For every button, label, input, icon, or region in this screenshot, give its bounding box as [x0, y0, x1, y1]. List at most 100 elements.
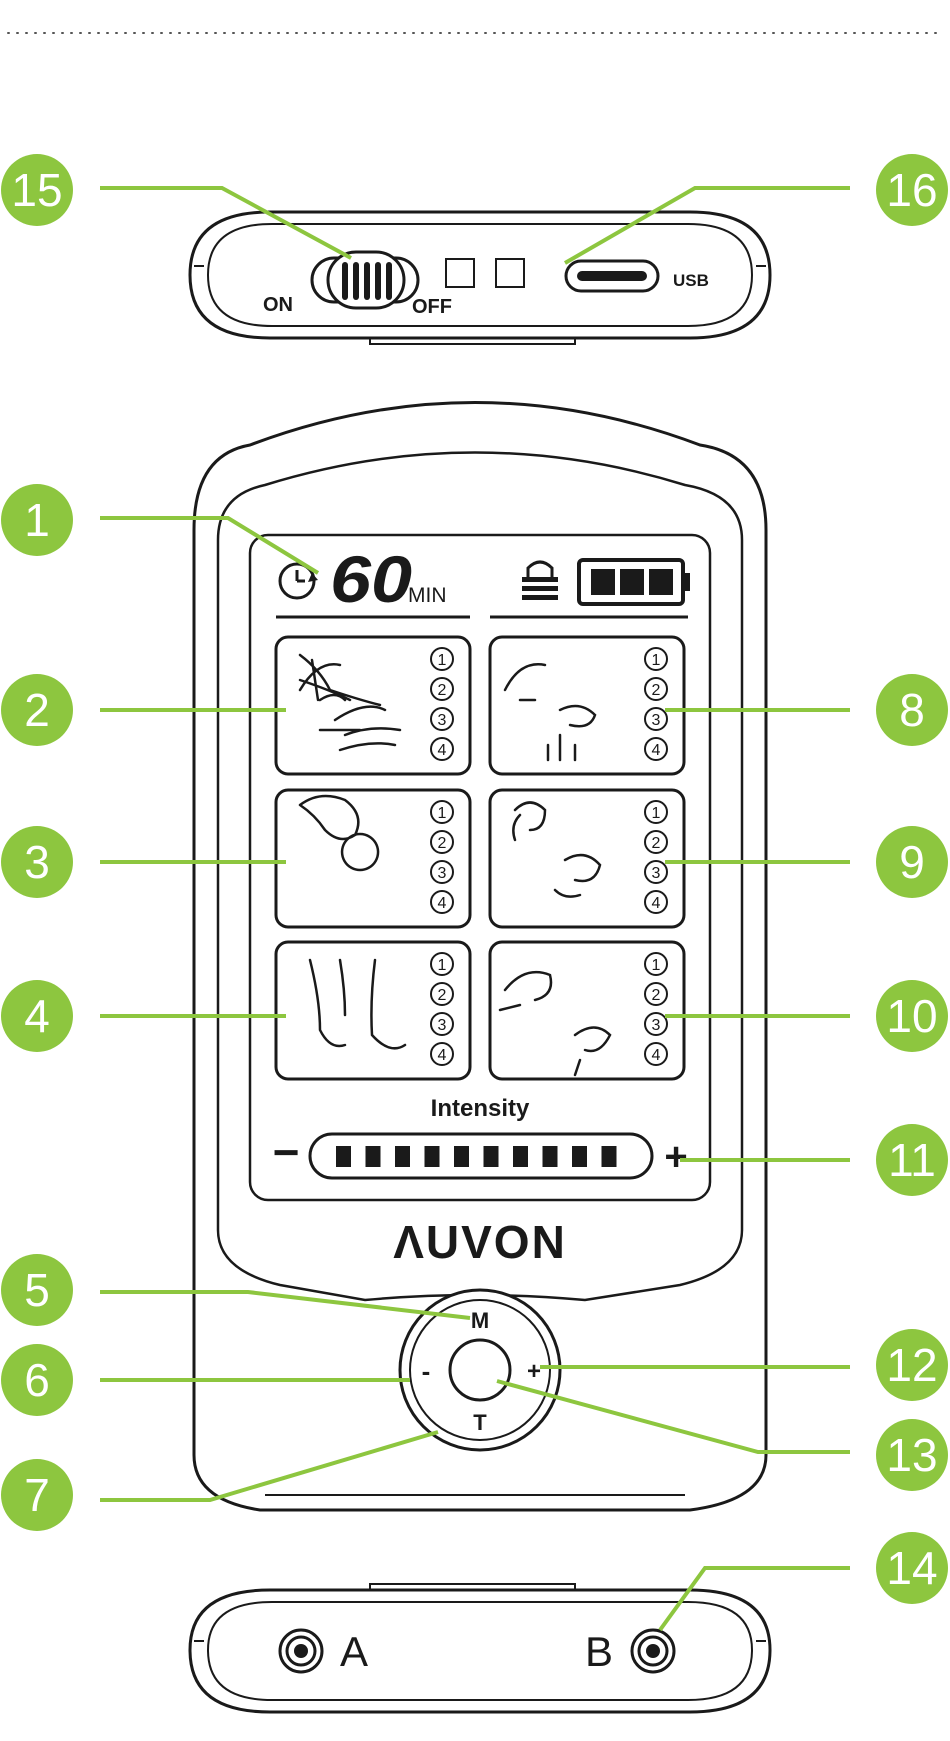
mode-level-number: 1 [438, 957, 447, 974]
mode-level-2: 2 [645, 831, 667, 853]
timer-value: 60 [330, 542, 412, 616]
callout-number: 16 [886, 164, 937, 216]
mode-level-number: 2 [438, 987, 447, 1004]
mode-level-number: 1 [652, 652, 661, 669]
battery-icon [579, 560, 690, 604]
switch-on-label: ON [263, 294, 293, 316]
minus-button[interactable]: - [422, 1356, 431, 1386]
mode-level-number: 4 [652, 895, 661, 912]
mode-level-1: 1 [431, 801, 453, 823]
mode-level-number: 4 [438, 895, 447, 912]
mode-level-number: 1 [652, 957, 661, 974]
callout-13: 13 [876, 1419, 948, 1491]
callout-number: 1 [24, 494, 50, 546]
callout-number: 6 [24, 1354, 50, 1406]
mode-level-2: 2 [431, 678, 453, 700]
timer-button[interactable]: T [473, 1410, 487, 1435]
indicator-square-2 [496, 259, 524, 287]
intensity-segment [395, 1146, 410, 1167]
mode-level-4: 4 [431, 738, 453, 760]
bottom-view: A B [190, 1584, 770, 1712]
callout-16: 16 [876, 154, 948, 226]
mode-level-number: 4 [438, 742, 447, 759]
mode-level-3: 3 [431, 861, 453, 883]
mode-button[interactable]: M [471, 1308, 489, 1333]
mode-level-1: 1 [645, 953, 667, 975]
intensity-segment [543, 1146, 558, 1167]
callout-4: 4 [1, 980, 73, 1052]
callout-number: 8 [899, 684, 925, 736]
callout-12: 12 [876, 1329, 948, 1401]
mode-level-number: 1 [438, 652, 447, 669]
mode-panel-1-0: 1234 [490, 637, 684, 774]
mode-level-number: 2 [652, 682, 661, 699]
mode-level-2: 2 [431, 831, 453, 853]
callout-number: 14 [886, 1542, 937, 1594]
timer-unit: MIN [408, 584, 447, 607]
intensity-label: Intensity [431, 1095, 530, 1122]
indicator-square-1 [446, 259, 474, 287]
mode-level-number: 2 [652, 987, 661, 1004]
callout-number: 15 [11, 164, 62, 216]
mode-level-4: 4 [645, 738, 667, 760]
mode-level-number: 2 [438, 835, 447, 852]
callout-number: 4 [24, 990, 50, 1042]
mode-level-2: 2 [645, 678, 667, 700]
mode-level-number: 3 [652, 865, 661, 882]
mode-level-number: 3 [438, 1017, 447, 1034]
mode-level-1: 1 [645, 648, 667, 670]
port-b-label: B [585, 1628, 613, 1675]
mode-level-number: 4 [438, 1047, 447, 1064]
center-button[interactable] [450, 1340, 510, 1400]
mode-level-number: 2 [438, 682, 447, 699]
mode-level-3: 3 [431, 1013, 453, 1035]
mode-level-1: 1 [645, 801, 667, 823]
mode-level-4: 4 [431, 1043, 453, 1065]
intensity-segment [602, 1146, 617, 1167]
mode-level-number: 2 [652, 835, 661, 852]
mode-panel-1-1: 1 2 3 4 [490, 790, 684, 927]
plus-button[interactable]: + [527, 1358, 541, 1385]
usb-port[interactable] [566, 261, 658, 291]
port-a-jack[interactable] [280, 1630, 322, 1672]
intensity-segment [513, 1146, 528, 1167]
mode-level-number: 4 [652, 742, 661, 759]
callout-number: 12 [886, 1339, 937, 1391]
callout-3: 3 [1, 826, 73, 898]
callout-11: 11 [876, 1124, 948, 1196]
intensity-segment [572, 1146, 587, 1167]
callout-number: 3 [24, 836, 50, 888]
callout-15: 15 [1, 154, 73, 226]
intensity-segment [425, 1146, 440, 1167]
usb-label: USB [673, 271, 709, 290]
callout-14: 14 [876, 1532, 948, 1604]
intensity-plus: + [664, 1135, 687, 1179]
port-b-jack[interactable] [632, 1630, 674, 1672]
mode-level-4: 4 [431, 891, 453, 913]
intensity-segment [366, 1146, 381, 1167]
intensity-bar-frame [310, 1134, 652, 1178]
power-switch[interactable] [312, 252, 418, 308]
callout-5: 5 [1, 1254, 73, 1326]
mode-level-number: 3 [438, 712, 447, 729]
intensity-segment [484, 1146, 499, 1167]
callout-2: 2 [1, 674, 73, 746]
mode-level-2: 2 [431, 983, 453, 1005]
mode-level-1: 1 [431, 648, 453, 670]
brand-logo: ΛUVON [393, 1216, 567, 1268]
mode-level-number: 4 [652, 1047, 661, 1064]
callout-number: 9 [899, 836, 925, 888]
callout-10: 10 [876, 980, 948, 1052]
mode-level-number: 3 [438, 865, 447, 882]
mode-panel-1-2: 1 2 3 4 [490, 942, 684, 1079]
callout-number: 5 [24, 1264, 50, 1316]
intensity-segment [454, 1146, 469, 1167]
callout-6: 6 [1, 1344, 73, 1416]
mode-level-number: 1 [438, 805, 447, 822]
port-a-label: A [340, 1628, 368, 1675]
callout-7: 7 [1, 1459, 73, 1531]
mode-level-number: 3 [652, 1017, 661, 1034]
callout-number: 13 [886, 1429, 937, 1481]
